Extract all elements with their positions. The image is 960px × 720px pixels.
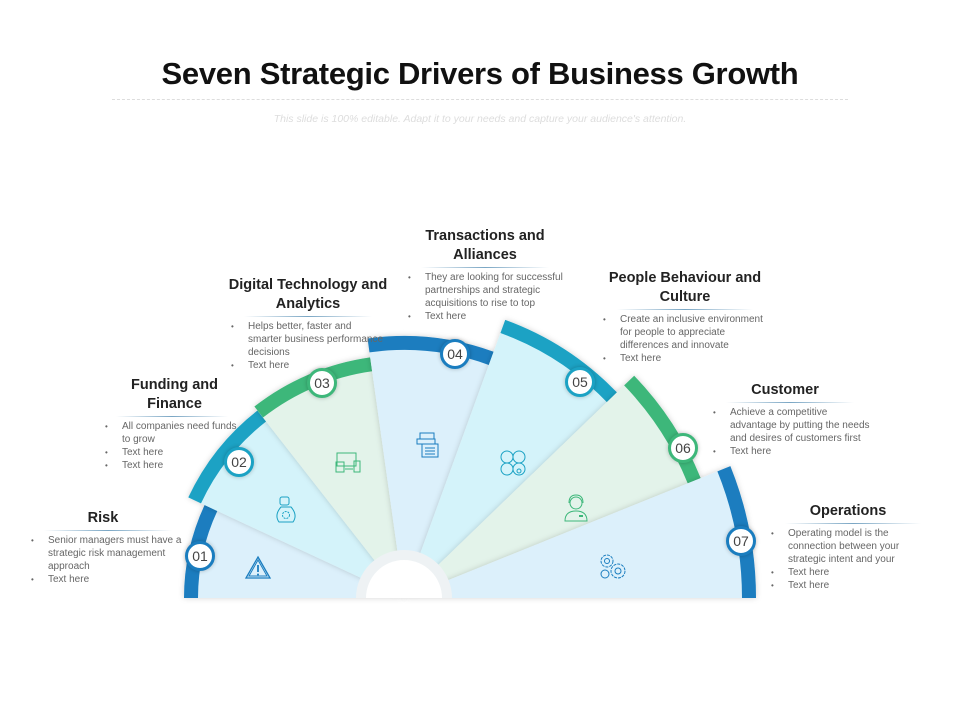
center-hub (366, 560, 442, 598)
driver-bullets: Achieve a competitive advantage by putti… (710, 406, 870, 458)
document-stack-icon (413, 430, 443, 460)
step-number-04: 04 (440, 339, 470, 369)
segment-wedge (404, 375, 701, 598)
faces-icon (498, 448, 528, 478)
driver-text-block-02: Funding and FinanceAll companies need fu… (102, 376, 242, 472)
bullet-item: Text here (31, 573, 188, 586)
driver-title: Customer (751, 382, 819, 398)
segment-band (624, 375, 701, 484)
bullet-item: Text here (231, 359, 388, 372)
title-underline (116, 416, 228, 417)
segment-wedge (404, 466, 756, 598)
driver-text-block-01: RiskSenior managers must have a strategi… (28, 509, 188, 586)
bullet-item: Senior managers must have a strategic ri… (31, 534, 188, 573)
segment-band (500, 319, 617, 403)
title-underline (617, 309, 753, 310)
driver-title: Transactions and Alliances (425, 228, 545, 263)
driver-text-block-03: Digital Technology and AnalyticsHelps be… (228, 276, 388, 372)
segment-wedge (254, 357, 404, 598)
step-number-06: 06 (668, 433, 698, 463)
bullet-item: Helps better, faster and smarter busines… (231, 320, 388, 359)
segment-wedge (184, 505, 404, 598)
driver-bullets: Create an inclusive environment for peop… (600, 313, 770, 365)
title-divider (112, 99, 848, 100)
title-underline (421, 267, 549, 268)
page-title: Seven Strategic Drivers of Business Grow… (161, 56, 799, 91)
bullet-item: Text here (603, 352, 770, 365)
title-underline (44, 530, 172, 531)
bullet-item: Text here (713, 445, 870, 458)
segment-wedge (367, 336, 494, 598)
bullet-item: Text here (771, 579, 938, 592)
bullet-item: They are looking for successful partners… (408, 271, 565, 310)
devices-icon (333, 447, 363, 477)
customer-support-icon (561, 493, 591, 523)
bullet-item: Operating model is the connection betwee… (771, 527, 938, 566)
gears-icon (598, 552, 628, 582)
driver-text-block-07: OperationsOperating model is the connect… (768, 502, 938, 592)
title-underline (785, 523, 921, 524)
driver-title: People Behaviour and Culture (608, 270, 762, 305)
bullet-item: Achieve a competitive advantage by putti… (713, 406, 870, 445)
segment-wedge (404, 319, 617, 598)
step-number-07: 07 (726, 526, 756, 556)
driver-title: Digital Technology and Analytics (228, 277, 388, 312)
title-underline (244, 316, 372, 317)
bullet-item: Text here (771, 566, 938, 579)
warning-icon (243, 553, 273, 583)
driver-text-block-04: Transactions and AlliancesThey are looki… (405, 227, 565, 323)
step-number-05: 05 (565, 367, 595, 397)
bullet-item: Create an inclusive environment for peop… (603, 313, 770, 352)
bullet-item: All companies need funds to grow (105, 420, 242, 446)
driver-text-block-05: People Behaviour and CultureCreate an in… (600, 269, 770, 365)
driver-bullets: All companies need funds to growText her… (102, 420, 242, 472)
step-number-01: 01 (185, 541, 215, 571)
bullet-item: Text here (408, 310, 565, 323)
segment-05 (404, 319, 617, 598)
driver-title: Operations (809, 503, 887, 519)
step-number-03: 03 (307, 368, 337, 398)
driver-bullets: Operating model is the connection betwee… (768, 527, 938, 592)
driver-bullets: Senior managers must have a strategic ri… (28, 534, 188, 586)
driver-title: Funding and Finance (131, 377, 218, 412)
title-underline (726, 402, 854, 403)
driver-text-block-06: CustomerAchieve a competitive advantage … (710, 381, 870, 458)
driver-bullets: Helps better, faster and smarter busines… (228, 320, 388, 372)
driver-bullets: They are looking for successful partners… (405, 271, 565, 323)
page-subtitle: This slide is 100% editable. Adapt it to… (273, 113, 687, 125)
bullet-item: Text here (105, 459, 242, 472)
segment-06 (404, 375, 701, 598)
driver-title: Risk (87, 510, 119, 526)
bullet-item: Text here (105, 446, 242, 459)
money-bag-icon (271, 495, 301, 525)
